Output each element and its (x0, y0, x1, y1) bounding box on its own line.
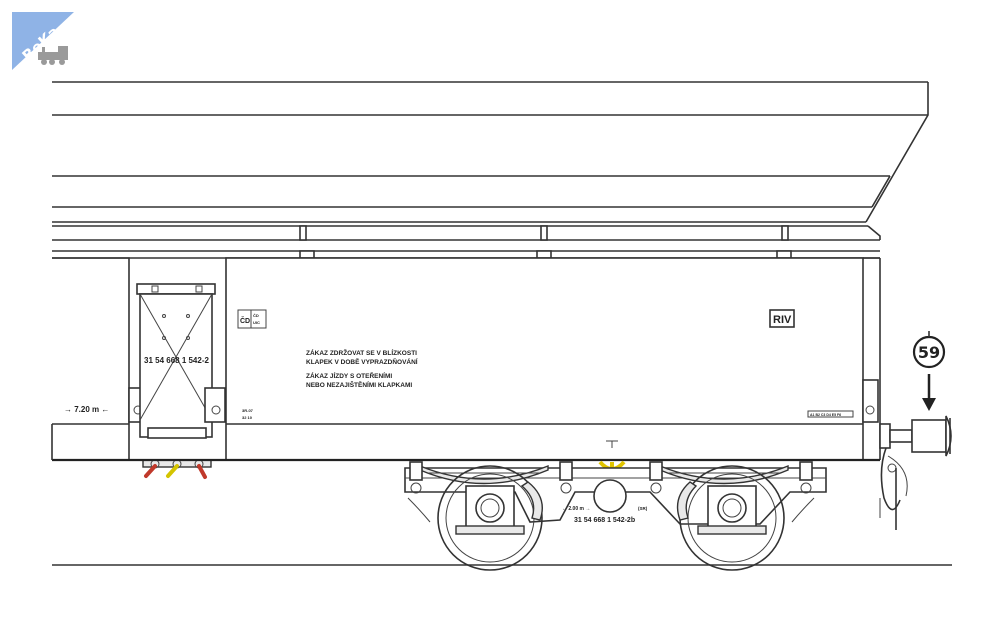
underframe (51, 424, 880, 462)
bogie-distance: ← 2.00 m → (562, 506, 590, 512)
data-panel: A1 B2 C3 D4 E5 F6 (810, 413, 841, 417)
logo-blue-triangle (12, 12, 74, 70)
beka-logo: BeKa (12, 12, 74, 70)
warning-line-2: KLAPEK V DOBĚ VYPRAZDŇOVÁNÍ (306, 357, 418, 366)
hopper-roof (52, 81, 929, 223)
owner-small-line-2: UIC (253, 320, 260, 325)
hatch-levers (144, 459, 207, 479)
bogie-mark: (SR) (638, 506, 648, 511)
logo-locomotive-icon (38, 46, 68, 65)
hatch-number: 31 54 668 1 542-2 (144, 356, 209, 365)
lever-yellow (166, 464, 179, 478)
owner-small-line-1: ČD (253, 313, 259, 318)
route-number: 59 (918, 343, 940, 362)
bogie-number: 31 54 668 1 542-2b (574, 517, 635, 524)
small-mark-1: 3R-07 (242, 408, 254, 413)
lever-red-left (144, 464, 157, 478)
wheel-left (437, 465, 543, 571)
lever-red-right (197, 464, 207, 479)
buffer-coupler (879, 415, 952, 530)
left-body-panel: → 7.20 m ← (52, 257, 148, 461)
main-body-panel: ČD ČD UIC ZÁKAZ ZDRŽOVAT SE V BLÍZKOSTI … (225, 257, 881, 461)
route-badge: 59 (912, 331, 946, 411)
riv-label: RIV (773, 314, 792, 326)
small-mark-2: 32 10 (242, 415, 253, 420)
bogie: ← 2.00 m → (SR) 31 54 668 1 542-2b (404, 461, 827, 571)
warning-line-4: NEBO NEZAJIŠTĚNÍMI KLAPKAMI (306, 380, 412, 389)
owner-mark: ČD (240, 316, 250, 325)
discharge-hatch: 31 54 668 1 542-2 (136, 283, 226, 468)
warning-line-3: ZÁKAZ JÍZDY S OTEŘENÍMI (306, 371, 392, 380)
top-rails (52, 225, 881, 259)
warning-line-1: ZÁKAZ ZDRŽOVAT SE V BLÍZKOSTI (306, 348, 417, 357)
distance-label: → 7.20 m ← (64, 405, 109, 414)
